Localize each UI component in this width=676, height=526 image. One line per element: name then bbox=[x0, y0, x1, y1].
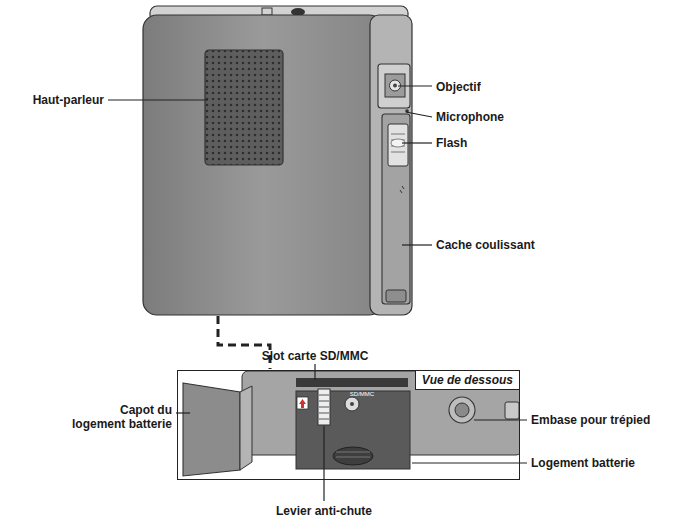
bottom-view bbox=[183, 371, 519, 476]
part-label: Flash bbox=[436, 136, 467, 150]
part-label: Capot du logement batterie bbox=[66, 403, 172, 432]
part-label: Cache coulissant bbox=[436, 238, 535, 252]
leader-lines bbox=[108, 86, 527, 501]
inset-title: Vue de dessous bbox=[415, 371, 519, 390]
part-label: Slot carte SD/MMC bbox=[262, 349, 369, 363]
slot-marking: SD/MMC bbox=[350, 391, 374, 398]
part-label: Embase pour trépied bbox=[531, 413, 650, 427]
part-label: Levier anti-chute bbox=[276, 504, 372, 518]
part-label: Microphone bbox=[436, 110, 504, 124]
part-label: Haut-parleur bbox=[33, 93, 104, 107]
camera-body bbox=[143, 6, 412, 315]
inset-frame: Vue de dessous bbox=[177, 370, 520, 480]
part-label: Logement batterie bbox=[531, 456, 635, 470]
part-label: Objectif bbox=[436, 80, 481, 94]
